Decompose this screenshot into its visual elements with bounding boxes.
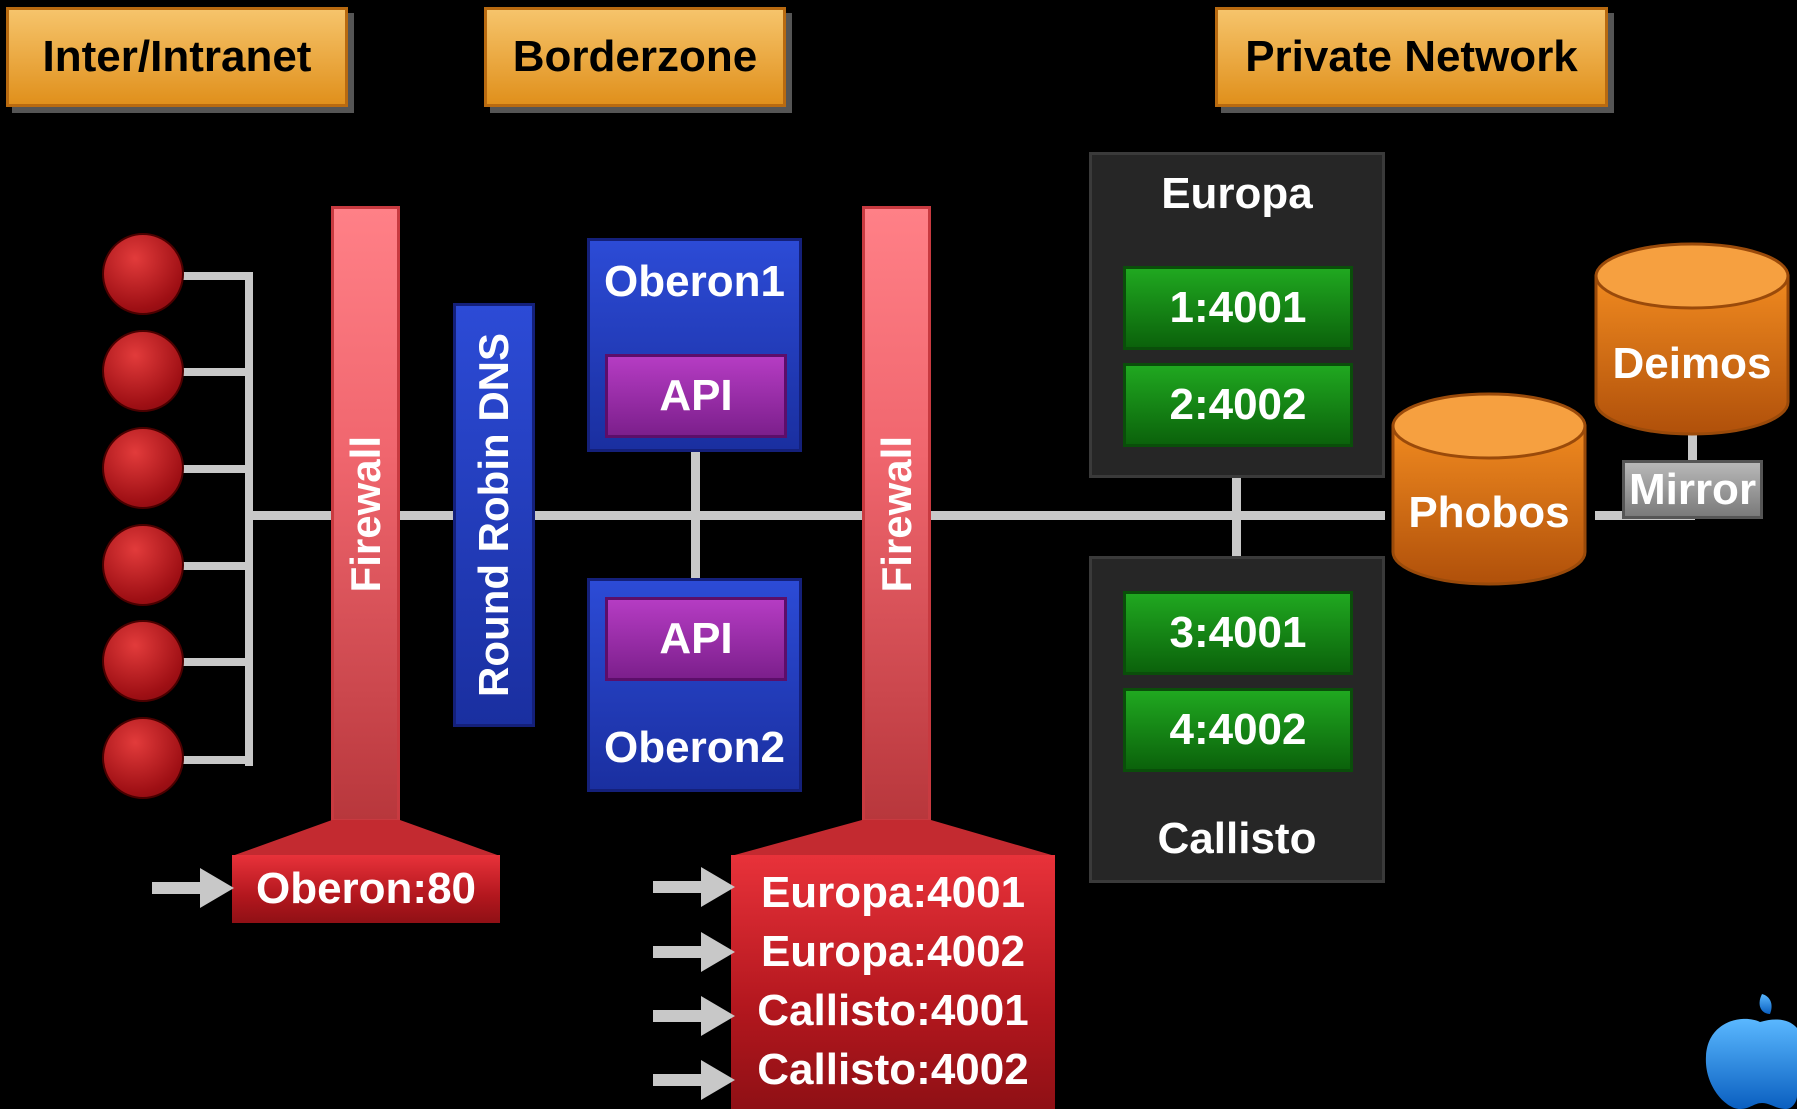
round-robin-dns-label: Round Robin DNS bbox=[470, 333, 517, 697]
client-link-4 bbox=[182, 562, 252, 570]
inner-firewall-base bbox=[731, 820, 1055, 856]
callisto-port-2-label: 4:4002 bbox=[1169, 705, 1307, 754]
mirror-label: Mirror bbox=[1628, 464, 1757, 514]
oberon2-label: Oberon2 bbox=[604, 723, 785, 772]
inner-rule-arrow-2 bbox=[653, 932, 735, 972]
outer-rule-1: Oberon:80 bbox=[255, 864, 477, 913]
inner-rule-arrow-1 bbox=[653, 867, 735, 907]
client-node-1 bbox=[102, 233, 184, 315]
europa-port-2-label: 2:4002 bbox=[1169, 380, 1307, 429]
inner-rule-1: Europa:4001 bbox=[760, 868, 1026, 917]
europa-label: Europa bbox=[1161, 169, 1313, 218]
europa-port-2: 2:4002 bbox=[1123, 363, 1353, 447]
client-link-3 bbox=[182, 465, 252, 473]
outer-firewall-base bbox=[232, 820, 500, 856]
oberon1-server: Oberon1 API bbox=[587, 238, 802, 452]
callisto-host: 3:4001 4:4002 Callisto bbox=[1089, 556, 1385, 883]
phobos-label: Phobos bbox=[1408, 488, 1570, 537]
client-node-2 bbox=[102, 330, 184, 412]
oberon1-api: API bbox=[605, 354, 787, 438]
client-link-1 bbox=[182, 272, 252, 280]
phobos-database: Phobos bbox=[1391, 392, 1587, 586]
inner-firewall-rules: Europa:4001 Europa:4002 Callisto:4001 Ca… bbox=[731, 855, 1055, 1109]
inner-rule-4: Callisto:4002 bbox=[757, 1045, 1029, 1094]
mirror-link: Mirror bbox=[1622, 460, 1763, 519]
oberon2-api: API bbox=[605, 597, 787, 681]
zone-label-private-network: Private Network bbox=[1215, 7, 1608, 107]
zone-label-borderzone: Borderzone bbox=[484, 7, 786, 107]
callisto-label: Callisto bbox=[1157, 814, 1317, 863]
client-node-5 bbox=[102, 620, 184, 702]
outer-firewall-label: Firewall bbox=[341, 435, 389, 593]
deimos-label: Deimos bbox=[1612, 339, 1772, 388]
inner-firewall-label: Firewall bbox=[872, 435, 920, 593]
inner-rule-3: Callisto:4001 bbox=[757, 986, 1029, 1035]
client-node-6 bbox=[102, 717, 184, 799]
inner-rule-arrow-3 bbox=[653, 996, 735, 1036]
deimos-mirror-link bbox=[1688, 432, 1697, 462]
deimos-database: Deimos bbox=[1594, 242, 1790, 437]
europa-host: Europa 1:4001 2:4002 bbox=[1089, 152, 1385, 478]
europa-callisto-link bbox=[1232, 476, 1241, 558]
client-link-6 bbox=[182, 756, 252, 764]
oberon2-server: API Oberon2 bbox=[587, 578, 802, 792]
oberon-link bbox=[691, 450, 700, 580]
main-backbone bbox=[245, 511, 1385, 520]
oberon1-api-label: API bbox=[659, 371, 733, 420]
client-link-2 bbox=[182, 368, 252, 376]
client-node-4 bbox=[102, 524, 184, 606]
oberon1-label: Oberon1 bbox=[604, 257, 785, 306]
apple-logo-icon bbox=[1705, 994, 1797, 1109]
client-link-5 bbox=[182, 658, 252, 666]
zone-label-internet: Inter/Intranet bbox=[6, 7, 348, 107]
client-node-3 bbox=[102, 427, 184, 509]
outer-rule-arrow bbox=[152, 868, 234, 908]
europa-port-1: 1:4001 bbox=[1123, 266, 1353, 350]
inner-rule-arrow-4 bbox=[653, 1060, 735, 1100]
inner-rule-2: Europa:4002 bbox=[760, 927, 1026, 976]
callisto-port-1-label: 3:4001 bbox=[1169, 608, 1307, 657]
outer-firewall: Firewall bbox=[331, 206, 400, 822]
oberon2-api-label: API bbox=[659, 614, 733, 663]
callisto-port-1: 3:4001 bbox=[1123, 591, 1353, 675]
inner-firewall: Firewall bbox=[862, 206, 931, 822]
europa-port-1-label: 1:4001 bbox=[1169, 283, 1307, 332]
round-robin-dns: Round Robin DNS bbox=[453, 303, 535, 727]
callisto-port-2: 4:4002 bbox=[1123, 688, 1353, 772]
outer-firewall-rules: Oberon:80 bbox=[232, 855, 500, 923]
